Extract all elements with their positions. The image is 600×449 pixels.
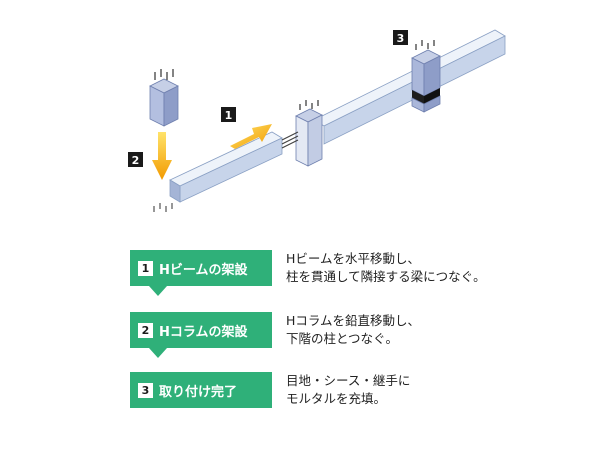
- step-1-desc-line-1: Hビームを水平移動し、: [286, 251, 421, 266]
- step-1-desc-line-2: 柱を貫通して隣接する梁につなぐ。: [286, 269, 486, 284]
- step-1: 1 Hビームの架設 Hビームを水平移動し、 柱を貫通して隣接する梁につなぐ。: [130, 250, 600, 302]
- arrow-vertical-move-icon: [152, 132, 172, 180]
- middle-column: [295, 108, 323, 167]
- step-3-number: 3: [138, 382, 153, 398]
- moving-beam: [169, 131, 283, 203]
- step-3-title-box: 3 取り付け完了: [130, 372, 272, 408]
- h-column: [149, 78, 179, 127]
- step-2-number: 2: [138, 322, 153, 338]
- right-column: [411, 49, 441, 113]
- h-column-rebars: [154, 69, 174, 80]
- middle-column-rebars: [299, 100, 319, 110]
- step-3-description: 目地・シース・継手に モルタルを充填。: [286, 372, 596, 408]
- step-2-description: Hコラムを鉛直移動し、 下階の柱とつなぐ。: [286, 312, 596, 348]
- arrow-horizontal-move-icon: [230, 124, 272, 149]
- svg-text:2: 2: [132, 154, 140, 167]
- callout-3: 3: [393, 30, 408, 45]
- step-3-desc-line-2: モルタルを充填。: [286, 391, 387, 406]
- floor-rebar-stubs: [153, 203, 173, 212]
- step-1-description: Hビームを水平移動し、 柱を貫通して隣接する梁につなぐ。: [286, 250, 596, 286]
- step-1-title-box: 1 Hビームの架設: [130, 250, 272, 286]
- step-2-desc-line-2: 下階の柱とつなぐ。: [286, 331, 399, 346]
- step-1-pointer: [149, 286, 167, 296]
- svg-text:3: 3: [397, 32, 405, 45]
- step-2-pointer: [149, 348, 167, 358]
- step-1-title: Hビームの架設: [159, 262, 248, 278]
- assembly-diagram: 1 2 3: [128, 29, 506, 212]
- upper-beam: [313, 29, 506, 145]
- beam-rebars: [281, 131, 299, 149]
- step-1-number: 1: [138, 260, 153, 276]
- step-3-title: 取り付け完了: [159, 384, 238, 400]
- svg-text:1: 1: [225, 109, 233, 122]
- step-2: 2 Hコラムの架設 Hコラムを鉛直移動し、 下階の柱とつなぐ。: [130, 312, 600, 364]
- right-column-rebars: [415, 40, 435, 50]
- step-2-title-box: 2 Hコラムの架設: [130, 312, 272, 348]
- step-2-title: Hコラムの架設: [159, 324, 248, 340]
- step-3-desc-line-1: 目地・シース・継手に: [286, 373, 411, 388]
- step-2-desc-line-1: Hコラムを鉛直移動し、: [286, 313, 421, 328]
- callout-2: 2: [128, 152, 143, 167]
- callout-1: 1: [221, 107, 236, 122]
- step-3: 3 取り付け完了 目地・シース・継手に モルタルを充填。: [130, 372, 600, 424]
